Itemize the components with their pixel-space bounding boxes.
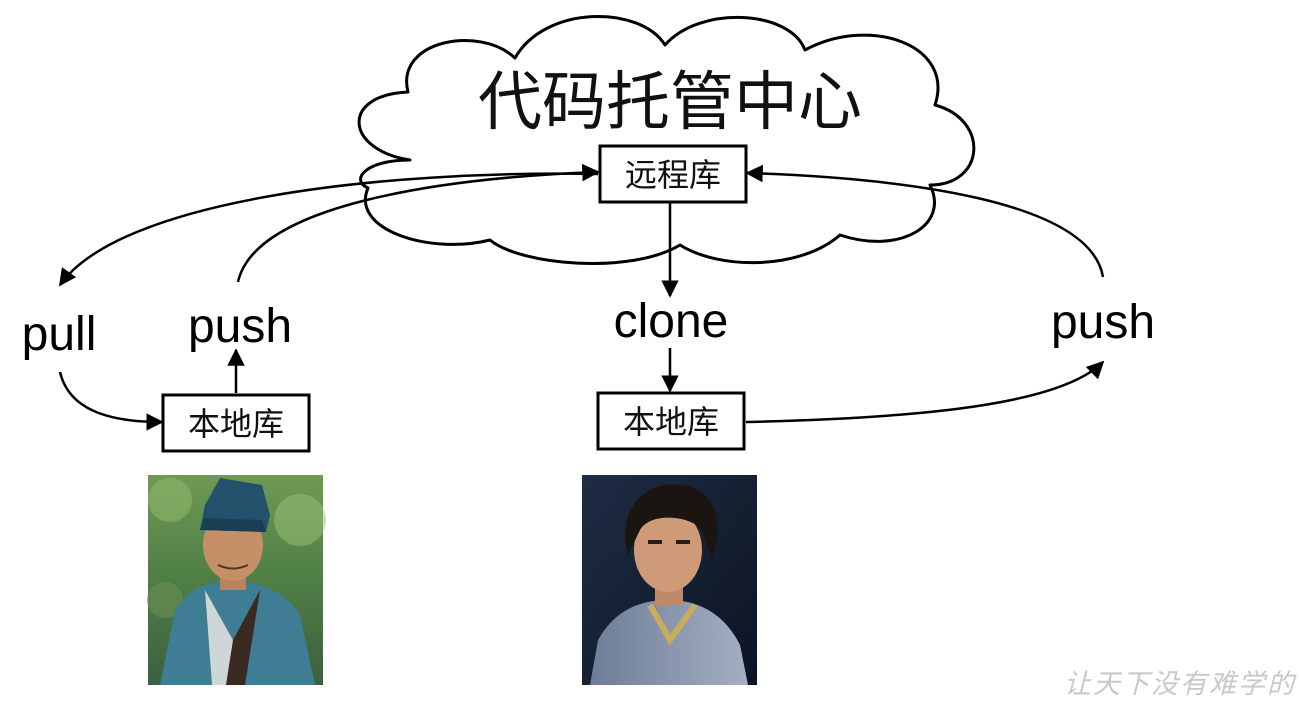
connections [58,163,1105,431]
local-right-to-push-arrow [745,360,1105,424]
remote-repo-label: 远程库 [625,156,721,194]
local-repo-left-label: 本地库 [188,405,284,443]
code-hosting-cloud: 代码托管中心 [357,14,976,265]
pull-to-local-left-arrow [58,371,164,431]
push-right-to-remote-arrow [745,164,1105,278]
person-left-photo [147,475,326,685]
cloud-icon [357,14,976,265]
cloud-title: 代码托管中心 [478,66,862,140]
watermark-text: 让天下没有难学的 [1064,669,1297,700]
remote-to-pull-arrow [58,172,599,287]
local-repo-right-node: 本地库 [596,391,746,451]
push-right-label: push [1051,296,1155,349]
person-right-photo [582,475,757,685]
pull-label: pull [22,308,97,361]
local-repo-left-node: 本地库 [161,393,311,453]
push-left-label: push [188,300,292,353]
clone-label: clone [614,295,729,348]
local-repo-right-label: 本地库 [623,403,719,441]
push-left-to-remote-arrow [236,163,600,283]
remote-repo-node: 远程库 [598,144,748,204]
